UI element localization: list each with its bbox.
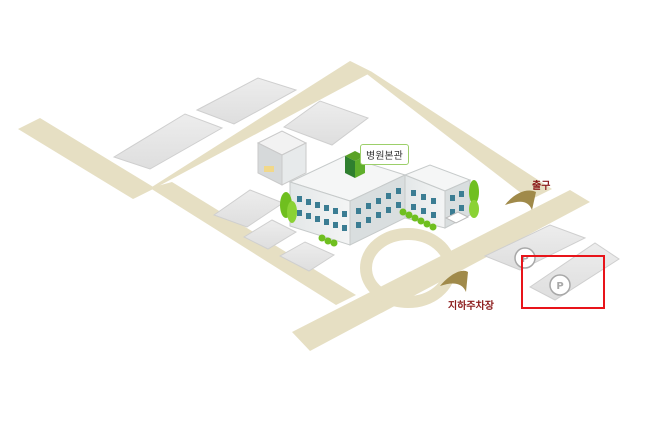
building-label: 병원본관 [360,144,409,165]
block-nw-1 [195,77,298,125]
block-n-1 [282,100,370,146]
svg-text:P: P [521,254,528,265]
road-north-east-link [350,61,552,200]
entrance-arrow-icon [505,190,536,210]
road-west-spur [150,182,356,305]
annex-building [256,130,308,186]
tree-icon [469,200,479,218]
entrance-arrow-icons [440,190,536,292]
block-w-3 [278,241,336,272]
road-network [18,61,590,351]
parking-icon: P [549,274,571,296]
roundabout [360,228,456,308]
parking-icons: P P [514,247,571,296]
tree-icon [469,180,479,204]
tree-icon [287,201,297,223]
block-w-2 [242,219,298,250]
hospital-main-building [288,151,472,246]
block-parking-1 [483,224,587,271]
tree-icons [280,180,479,247]
road-south-diagonal [292,190,590,351]
underground-parking-label: 지하주차장 [448,301,494,312]
road-north [133,61,372,199]
entrance-arrow-icon [440,270,468,292]
block-nw-2 [112,113,224,170]
parking-highlight-box [521,255,605,309]
road-diagonal-west [18,118,155,199]
exit-label: 출구 [532,181,551,192]
parking-icon: P [514,247,536,269]
svg-text:P: P [556,281,563,292]
